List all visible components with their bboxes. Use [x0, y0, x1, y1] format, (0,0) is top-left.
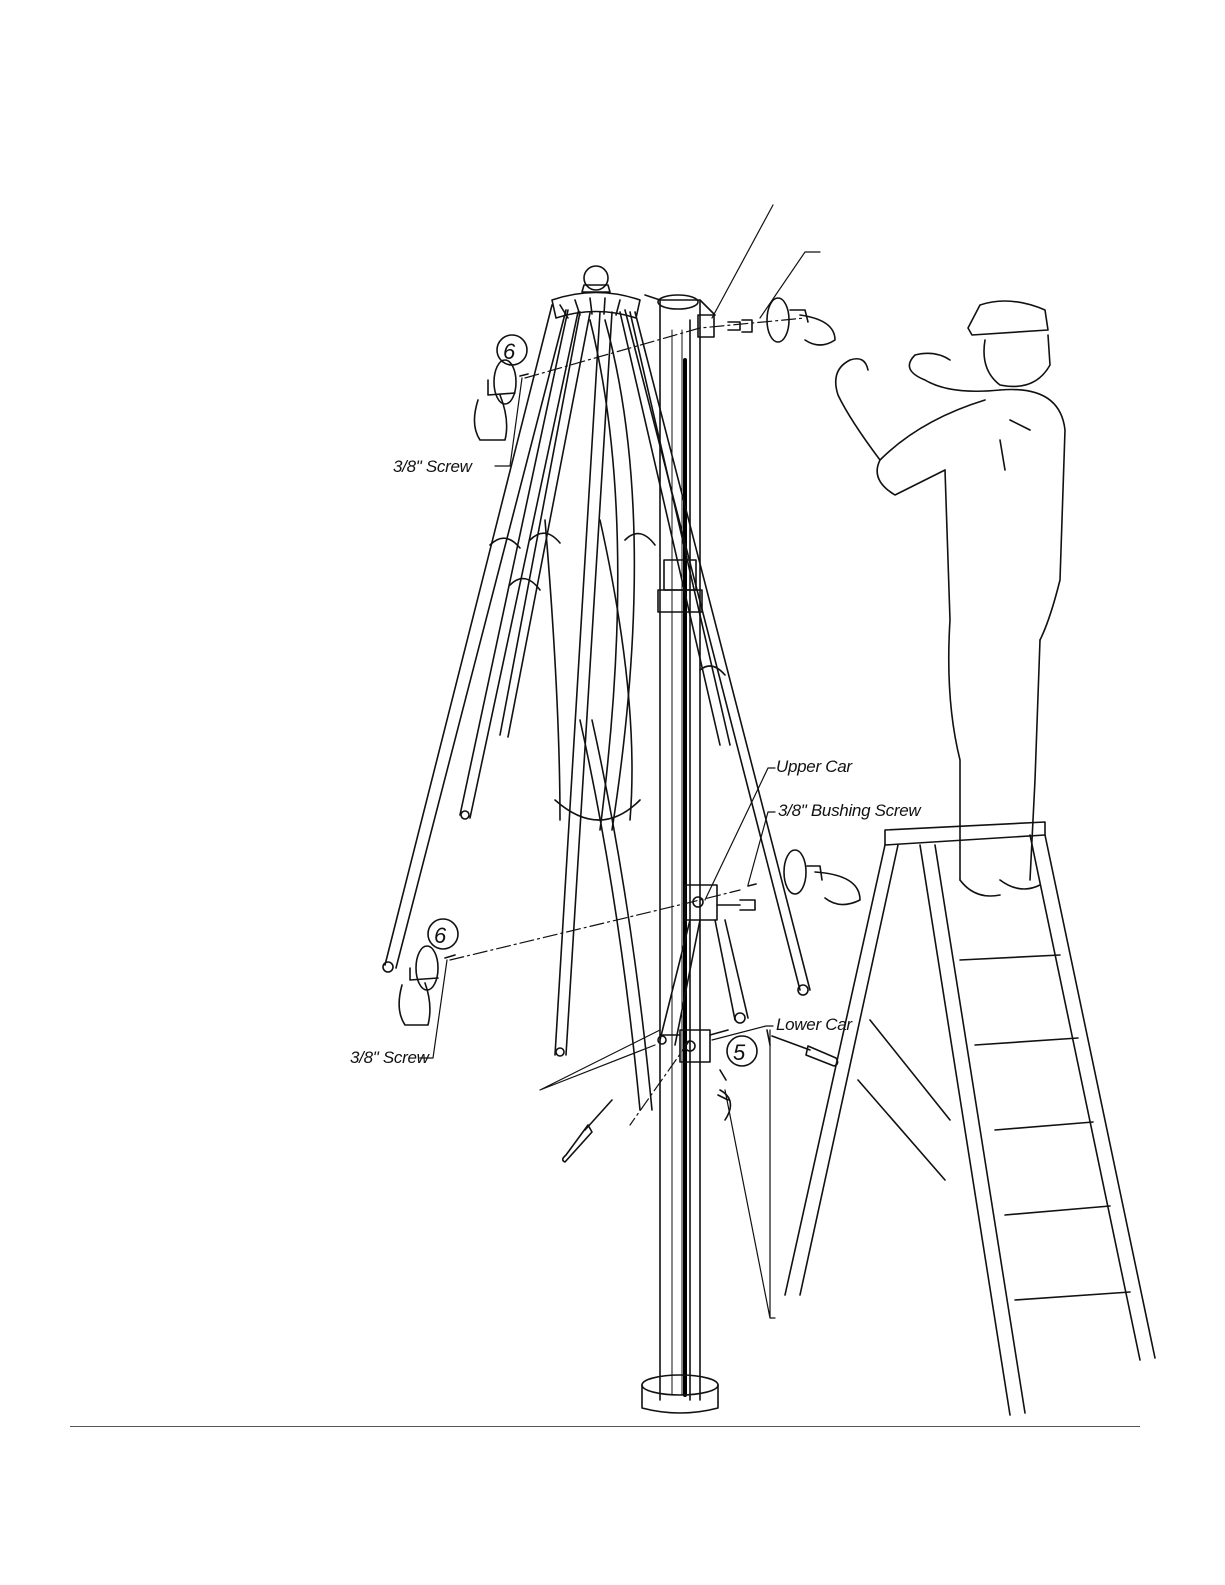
- hand-wrench-upper-left: [474, 360, 516, 440]
- step-ladder: [785, 822, 1155, 1415]
- hand-wrench-upper-right: [767, 298, 835, 345]
- hand-wrench-right: [784, 850, 860, 905]
- lower-car: [660, 1030, 730, 1120]
- callout-bushing-screw: 3/8" Bushing Screw: [778, 801, 920, 821]
- callout-screw-upper: 3/8" Screw: [393, 457, 472, 477]
- umbrella-ribs: [383, 305, 810, 1110]
- step-6-upper-number: 6: [503, 339, 516, 364]
- center-pole: [645, 295, 715, 1400]
- hand-wrench-lower-left: [399, 946, 438, 1025]
- screwdriver-left: [563, 1100, 612, 1162]
- callout-screw-lower: 3/8" Screw: [350, 1048, 429, 1068]
- footer-rule: [70, 1426, 1140, 1427]
- step-6-lower-number: 6: [434, 923, 447, 948]
- screwdriver-right: [772, 1036, 838, 1066]
- step-5: 5: [727, 1036, 757, 1066]
- step-5-number: 5: [733, 1040, 746, 1065]
- top-bracket: [698, 315, 752, 337]
- callout-lower-car: Lower Car: [776, 1015, 852, 1035]
- leader-lines: [420, 205, 820, 1318]
- step-6-upper: 6: [497, 335, 527, 365]
- pole-base: [642, 1375, 718, 1413]
- small-screws: [445, 374, 770, 1080]
- callout-upper-car: Upper Car: [776, 757, 852, 777]
- upper-car: [658, 885, 755, 1045]
- step-6-lower: 6: [428, 919, 458, 949]
